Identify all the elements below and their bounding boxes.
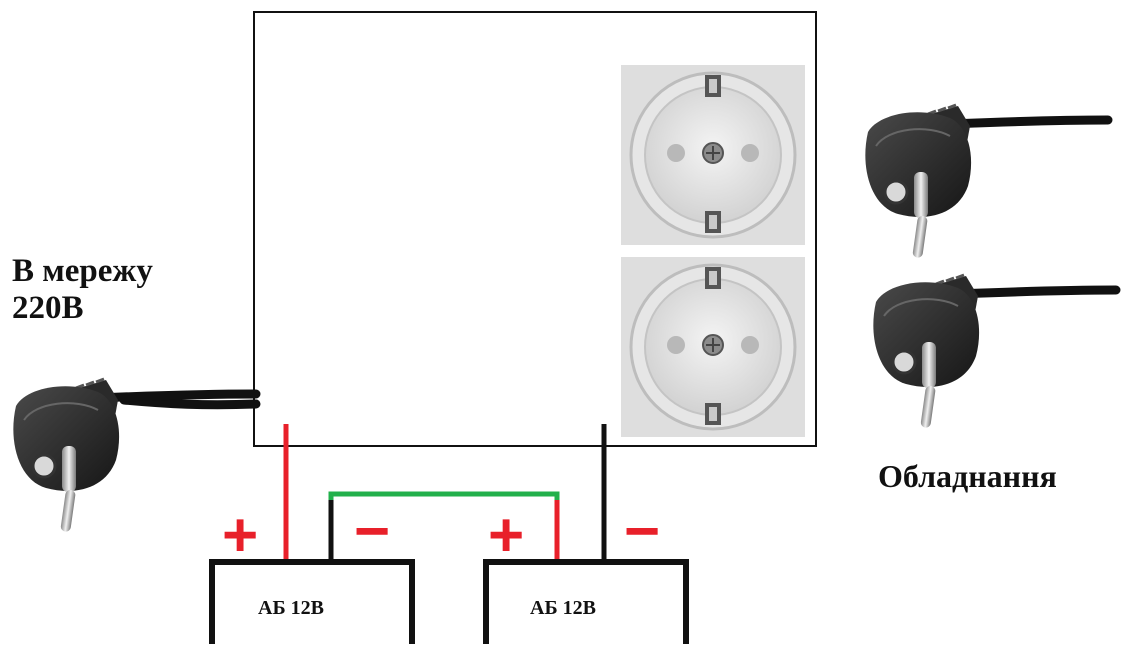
power-plug-icon	[13, 379, 256, 532]
mains-label-line2: 220В	[12, 289, 84, 326]
minus-sign-2: −	[624, 497, 660, 566]
mains-label: В мережу 220В	[12, 253, 153, 327]
plus-sign-1: +	[222, 501, 258, 570]
battery-2-label: АБ 12В	[530, 597, 597, 619]
power-plug-icon	[873, 275, 1116, 428]
battery-1-label: АБ 12В	[258, 597, 325, 619]
plus-sign-2: +	[488, 501, 524, 570]
minus-sign-1: −	[354, 497, 390, 566]
equipment-label: Обладнання	[878, 458, 1057, 494]
socket-outlet-icon	[619, 63, 807, 247]
power-plug-icon	[865, 105, 1108, 258]
battery-1-box	[209, 559, 415, 644]
socket-outlet-icon	[619, 255, 807, 439]
battery-2-box	[483, 559, 689, 644]
mains-label-line1: В мережу	[12, 253, 153, 289]
